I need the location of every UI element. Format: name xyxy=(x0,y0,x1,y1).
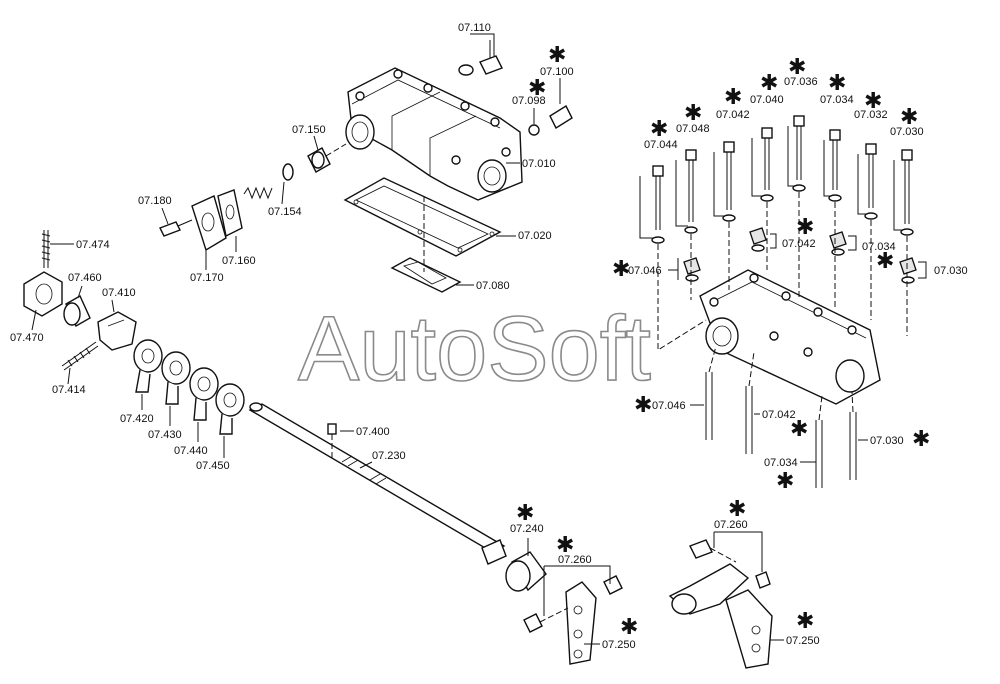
bolt-07044 xyxy=(651,165,665,244)
label-07260b: 07.260 xyxy=(714,519,748,531)
label-07046b: 07.046 xyxy=(652,400,686,412)
fitting-07100 xyxy=(528,104,573,136)
label-07240: 07.240 xyxy=(510,523,544,535)
star-07260b: ✱ xyxy=(728,497,746,522)
label-07036: 07.036 xyxy=(784,76,818,88)
label-07030m: 07.030 xyxy=(934,265,968,277)
star-07034t-a: ✱ xyxy=(828,71,846,96)
label-07030b: 07.030 xyxy=(870,435,904,447)
label-07230: 07.230 xyxy=(372,450,406,462)
plug-07110 xyxy=(458,40,503,76)
star-07240: ✱ xyxy=(516,501,534,526)
label-07020: 07.020 xyxy=(518,230,552,242)
lever-07250-b xyxy=(668,539,773,669)
label-07250a: 07.250 xyxy=(602,639,636,651)
star-07030t: ✱ xyxy=(900,105,918,130)
bolt-07042 xyxy=(722,141,736,222)
star-07040: ✱ xyxy=(760,71,778,96)
fork-07420 xyxy=(133,339,163,393)
bolt-07034 xyxy=(828,129,842,202)
label-07430: 07.430 xyxy=(148,429,182,441)
valve-block-right xyxy=(699,269,881,405)
pin-07414 xyxy=(61,341,99,371)
label-07100: 07.100 xyxy=(540,66,574,78)
star-07044: ✱ xyxy=(650,117,668,142)
star-07042m: ✱ xyxy=(796,215,814,240)
fork-07450 xyxy=(215,383,245,435)
lever-07410 xyxy=(97,311,137,351)
fork-07430 xyxy=(161,351,191,405)
roller-07460 xyxy=(63,295,91,327)
plate-07080 xyxy=(390,257,462,293)
label-07080: 07.080 xyxy=(476,280,510,292)
label-07150: 07.150 xyxy=(292,124,326,136)
label-07180: 07.180 xyxy=(138,195,172,207)
label-07450: 07.450 xyxy=(196,460,230,472)
watermark-text: AutoSoft xyxy=(298,298,651,400)
star-07250a: ✱ xyxy=(620,615,638,640)
label-07034b: 07.034 xyxy=(764,457,798,469)
fork-07440 xyxy=(189,367,219,421)
nuts-mid xyxy=(683,227,917,284)
star-07042t: ✱ xyxy=(724,85,742,110)
sleeve-07150 xyxy=(307,147,331,173)
label-07046m: 07.046 xyxy=(628,265,662,277)
valve-body-housing xyxy=(345,67,523,201)
shaft-07230 xyxy=(248,402,507,565)
label-07170: 07.170 xyxy=(190,272,224,284)
label-07042b: 07.042 xyxy=(762,409,796,421)
bolt-07040 xyxy=(760,127,774,202)
bolt-07030 xyxy=(900,149,914,236)
bolt-07036 xyxy=(792,115,806,192)
screw-07474 xyxy=(41,230,51,268)
bushing-07240 xyxy=(505,551,547,592)
label-07410: 07.410 xyxy=(102,287,136,299)
label-07260a: 07.260 xyxy=(558,554,592,566)
block-07470 xyxy=(23,271,63,317)
label-07010: 07.010 xyxy=(522,158,556,170)
label-07160: 07.160 xyxy=(222,255,256,267)
label-07032: 07.032 xyxy=(854,109,888,121)
star-07032: ✱ xyxy=(864,89,882,114)
label-07420: 07.420 xyxy=(120,413,154,425)
label-07440: 07.440 xyxy=(174,445,208,457)
star-07046b: ✱ xyxy=(634,393,652,418)
label-07154: 07.154 xyxy=(268,206,302,218)
label-07044: 07.044 xyxy=(644,139,678,151)
bolt-07400 xyxy=(327,423,337,458)
star-07048: ✱ xyxy=(684,101,702,126)
label-07042t: 07.042 xyxy=(716,109,750,121)
label-07034t: 07.034 xyxy=(820,94,854,106)
label-07098: 07.098 xyxy=(512,95,546,107)
star-07098: ✱ xyxy=(528,76,546,101)
label-07048: 07.048 xyxy=(676,123,710,135)
star-07030b: ✱ xyxy=(912,427,930,452)
label-07110: 07.110 xyxy=(458,22,491,34)
star-07036: ✱ xyxy=(788,55,806,80)
label-07040: 07.040 xyxy=(750,94,784,106)
label-07460: 07.460 xyxy=(68,272,102,284)
label-07042m: 07.042 xyxy=(782,238,816,250)
studs-bottom xyxy=(705,372,857,488)
label-07250b: 07.250 xyxy=(786,635,820,647)
label-07400: 07.400 xyxy=(356,426,390,438)
star-07042b: ✱ xyxy=(790,417,808,442)
cover-07170 xyxy=(159,189,243,252)
star-07260a: ✱ xyxy=(556,533,574,558)
star-07046m: ✱ xyxy=(612,257,630,282)
label-07034m: 07.034 xyxy=(862,241,896,253)
label-07414: 07.414 xyxy=(52,384,86,396)
bolt-07048 xyxy=(684,149,698,234)
star-07030m: ✱ xyxy=(876,249,894,274)
label-07470: 07.470 xyxy=(10,332,44,344)
label-07030t: 07.030 xyxy=(890,126,924,138)
star-07034b: ✱ xyxy=(776,469,794,494)
label-07474: 07.474 xyxy=(76,239,110,251)
spring-07154 xyxy=(243,163,294,200)
star-07100: ✱ xyxy=(548,43,566,68)
star-07250b: ✱ xyxy=(796,609,814,634)
bolt-07032 xyxy=(864,143,878,220)
